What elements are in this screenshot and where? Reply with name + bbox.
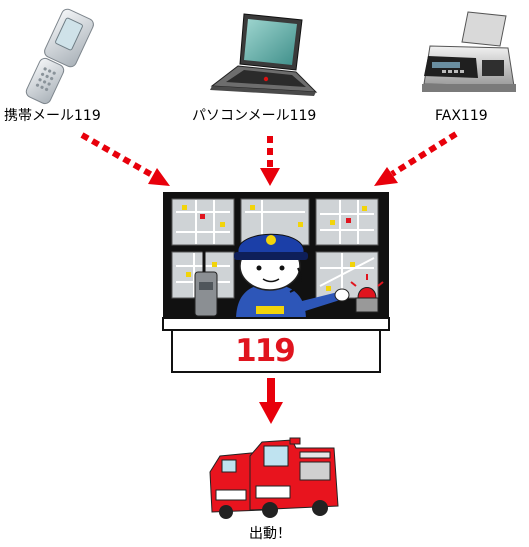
dispatch-center: [162, 192, 390, 373]
arrow-mobile-to-center: [80, 132, 170, 186]
dispatcher-operator-icon: [234, 233, 350, 320]
outcome-label: 出動！: [249, 526, 291, 542]
alarm-lamp-icon: [350, 274, 384, 313]
source-label-fax: FAX119: [435, 108, 488, 124]
source-label-mobile: 携帯メール119: [4, 108, 101, 124]
fire-engine-icon: [209, 437, 339, 519]
mobile-phone-icon: [25, 8, 94, 105]
laptop-icon: [210, 13, 318, 96]
center-number: 119: [235, 333, 296, 369]
arrow-laptop-to-center: [260, 136, 280, 186]
fax-machine-icon: [422, 11, 516, 92]
source-label-laptop: パソコンメール119: [192, 108, 317, 124]
arrow-center-to-outcome: [259, 378, 283, 424]
radio-icon: [194, 250, 218, 317]
arrow-fax-to-center: [374, 131, 458, 186]
